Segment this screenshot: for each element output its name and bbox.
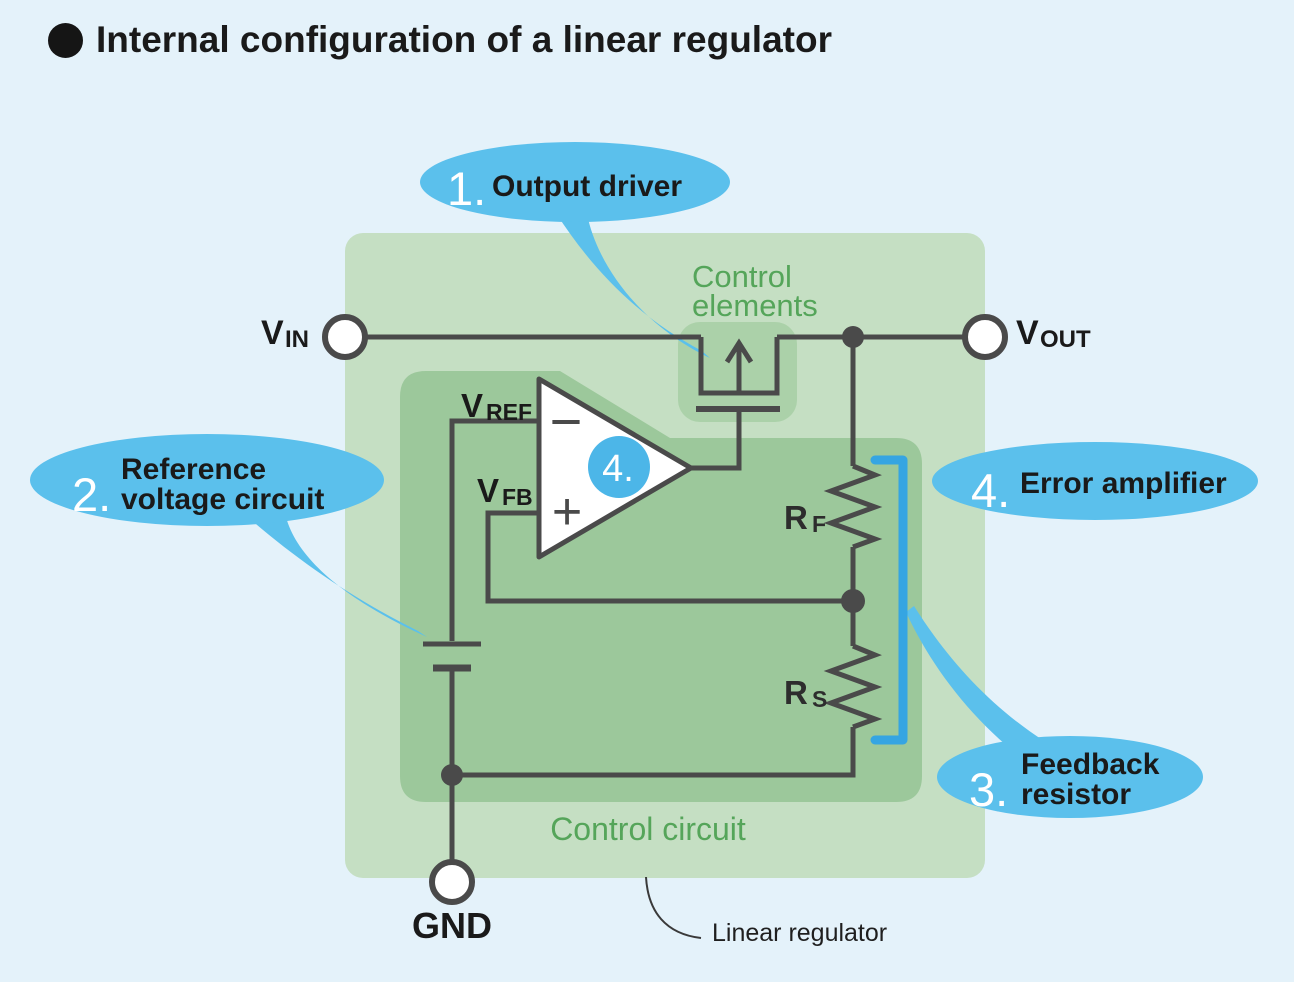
- gnd-label: GND: [412, 905, 492, 946]
- junction-dot-output: [842, 326, 864, 348]
- vref-label-sub: REF: [486, 399, 532, 425]
- callout-3-bubble: [937, 736, 1203, 818]
- opamp-plus-input: +: [552, 483, 582, 541]
- linear-regulator-label: Linear regulator: [712, 919, 887, 947]
- opamp: − + 4.: [536, 376, 694, 560]
- pass-transistor-arrow-head: [724, 338, 754, 364]
- opamp-minus-input: −: [550, 390, 583, 453]
- wire-vfb-feedback: [485, 510, 853, 604]
- reference-battery: [423, 641, 481, 672]
- vout-terminal: [962, 314, 1008, 360]
- callout-2-label-line1: Reference: [121, 453, 266, 486]
- control-elements-label-line2: elements: [692, 288, 818, 323]
- callout-error-amplifier: 4. Error amplifier: [932, 442, 1258, 520]
- callout-2-bubble: [30, 434, 384, 526]
- wire-rs-to-ground-rail: [452, 727, 856, 778]
- callout-output-driver: 1. Output driver: [420, 142, 730, 358]
- control-circuit-label: Control circuit: [550, 811, 746, 847]
- rf-label: R: [784, 499, 808, 536]
- callout-3-label-line2: resistor: [1021, 778, 1131, 811]
- vin-label-sub: IN: [285, 326, 309, 353]
- vout-label-sub: OUT: [1040, 326, 1091, 353]
- page-header: Internal configuration of a linear regul…: [48, 19, 832, 61]
- linear-regulator-leader: [645, 876, 702, 939]
- bullet-icon: [48, 22, 83, 58]
- callout-4-label: Error amplifier: [1020, 467, 1227, 500]
- rs-label-sub: S: [812, 686, 827, 712]
- vfb-label: V: [477, 472, 499, 509]
- callout-feedback-resistor: 3. Feedback resistor: [906, 606, 1203, 818]
- junction-dot-ground: [441, 764, 463, 786]
- junction-dot-feedback: [841, 589, 865, 613]
- opamp-number-badge: [588, 436, 650, 498]
- callout-3-tail: [906, 606, 1044, 745]
- vout-label: V: [1016, 314, 1039, 352]
- pass-transistor: [696, 337, 780, 412]
- callout-1-tail: [556, 213, 710, 358]
- callout-2-number: 2.: [72, 468, 111, 521]
- control-elements-label-line1: Control: [692, 259, 792, 294]
- vin-terminal: [322, 314, 368, 360]
- callout-3-label-line1: Feedback: [1021, 748, 1160, 781]
- callout-1-number: 1.: [447, 162, 486, 215]
- control-circuit-box: [400, 371, 922, 802]
- callout-reference-voltage-circuit: 2. Reference voltage circuit: [30, 434, 427, 637]
- opamp-badge-text: 4.: [602, 448, 634, 490]
- callout-1-bubble: [420, 142, 730, 222]
- wires: [364, 334, 966, 861]
- callout-4-bubble: [932, 442, 1258, 520]
- page-title: Internal configuration of a linear regul…: [96, 19, 832, 60]
- callout-4-number: 4.: [971, 464, 1010, 517]
- vin-label: V: [261, 314, 284, 352]
- vref-label: V: [461, 387, 483, 424]
- callout-2-tail: [250, 517, 427, 637]
- wire-vref-input: [449, 418, 539, 641]
- vfb-label-sub: FB: [502, 484, 533, 510]
- callout-2-label-line2: voltage circuit: [121, 483, 324, 516]
- wire-opamp-output-to-gate: [690, 409, 742, 471]
- gnd-terminal: [429, 859, 475, 905]
- resistor-rs: [823, 643, 883, 730]
- callout-3-number: 3.: [969, 763, 1008, 816]
- resistor-rf: [823, 463, 883, 550]
- feedback-bracket: [870, 455, 908, 745]
- rf-label-sub: F: [812, 511, 826, 537]
- rs-label: R: [784, 674, 808, 711]
- callout-1-label: Output driver: [492, 170, 682, 203]
